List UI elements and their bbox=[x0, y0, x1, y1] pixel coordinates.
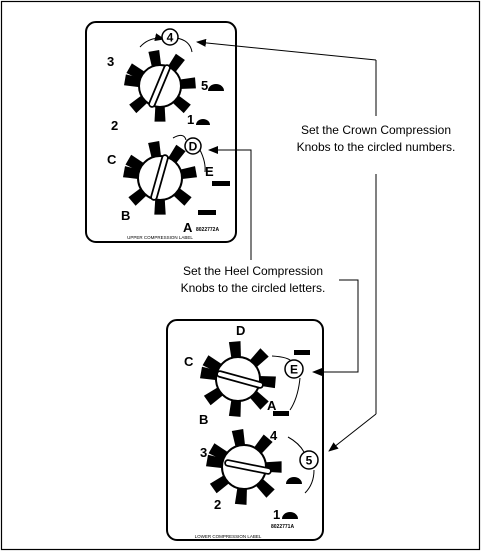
lower-heel-selected-circle bbox=[284, 359, 304, 379]
upper-heel-letter-a: A bbox=[183, 220, 193, 235]
upper-label-name: UPPER COMPRESSION LABEL bbox=[127, 235, 193, 240]
upper-label-border bbox=[85, 21, 237, 243]
lower-crown-number-1: 1 bbox=[273, 507, 280, 522]
lower-crown-1-dome-icon bbox=[282, 512, 298, 519]
upper-crown-arrow bbox=[139, 33, 165, 48]
lower-part-number: 8022771A bbox=[271, 524, 294, 530]
upper-crown-1-dome-icon bbox=[196, 119, 210, 125]
upper-crown-number-5: 5 bbox=[201, 78, 208, 93]
upper-crown-5-dome-icon bbox=[208, 84, 224, 91]
upper-heel-arrow bbox=[172, 134, 187, 141]
upper-heel-knob bbox=[123, 141, 197, 215]
upper-crown-selected-circle bbox=[161, 28, 179, 46]
lower-crown-selected-number: 5 bbox=[306, 454, 313, 468]
lower-crown-number-2: 2 bbox=[214, 497, 221, 512]
lower-crown-arrow bbox=[287, 436, 305, 453]
upper-heel-arrow-lower bbox=[199, 149, 206, 173]
upper-heel-selected-letter: D bbox=[189, 140, 198, 154]
upper-heel-letter-c: C bbox=[107, 152, 117, 167]
upper-crown-number-2: 2 bbox=[111, 118, 118, 133]
heel-caption-line-1: Set the Heel Compression bbox=[183, 264, 323, 278]
lower-heel-knob bbox=[200, 341, 276, 417]
lower-crown-number-3: 3 bbox=[200, 445, 207, 460]
lower-heel-d-bar-icon bbox=[294, 350, 310, 355]
crown-caption-line-2: Knobs to the circled numbers. bbox=[297, 140, 456, 154]
upper-heel-letter-b: B bbox=[121, 208, 130, 223]
lower-crown-selected-circle bbox=[299, 450, 319, 470]
lower-heel-arrow-lower bbox=[289, 377, 301, 411]
lower-compression-label: D C B A E 4 3 2 1 5 8022771A LOWER COMPR… bbox=[166, 319, 324, 541]
lower-heel-letter-d: D bbox=[236, 323, 245, 338]
lower-heel-letter-b: B bbox=[199, 412, 208, 427]
heel-caption-line-2: Knobs to the circled letters. bbox=[181, 281, 326, 295]
crown-caption-line-1: Set the Crown Compression bbox=[301, 123, 451, 137]
upper-crown-number-1: 1 bbox=[187, 112, 194, 127]
lower-crown-arrow-lower bbox=[304, 469, 315, 494]
upper-heel-letter-e: E bbox=[205, 164, 214, 179]
lower-crown-5-dome-icon bbox=[286, 477, 302, 484]
lower-crown-number-4: 4 bbox=[270, 428, 278, 443]
upper-crown-number-3: 3 bbox=[107, 54, 114, 69]
upper-crown-arrow-right bbox=[175, 37, 193, 53]
heel-callout-lines bbox=[208, 146, 359, 376]
upper-crown-selected-number: 4 bbox=[167, 31, 174, 45]
lower-label-border bbox=[166, 319, 324, 541]
crown-callout-lines bbox=[196, 38, 377, 452]
lower-heel-selected-letter: E bbox=[290, 363, 298, 377]
lower-heel-a-bar-icon bbox=[273, 411, 289, 416]
upper-heel-a-bar-icon bbox=[198, 210, 216, 215]
upper-heel-e-bar-icon bbox=[212, 181, 230, 186]
upper-part-number: 8022772A bbox=[196, 227, 219, 233]
lower-crown-knob bbox=[206, 429, 282, 505]
upper-heel-selected-circle bbox=[184, 137, 202, 155]
upper-compression-label: 3 2 1 5 4 C B A E D 8022772A UPPER COMPR… bbox=[85, 21, 237, 243]
upper-crown-knob bbox=[124, 50, 196, 122]
lower-heel-letter-a: A bbox=[267, 398, 277, 413]
lower-label-name: LOWER COMPRESSION LABEL bbox=[195, 534, 262, 539]
lower-heel-letter-c: C bbox=[184, 354, 194, 369]
